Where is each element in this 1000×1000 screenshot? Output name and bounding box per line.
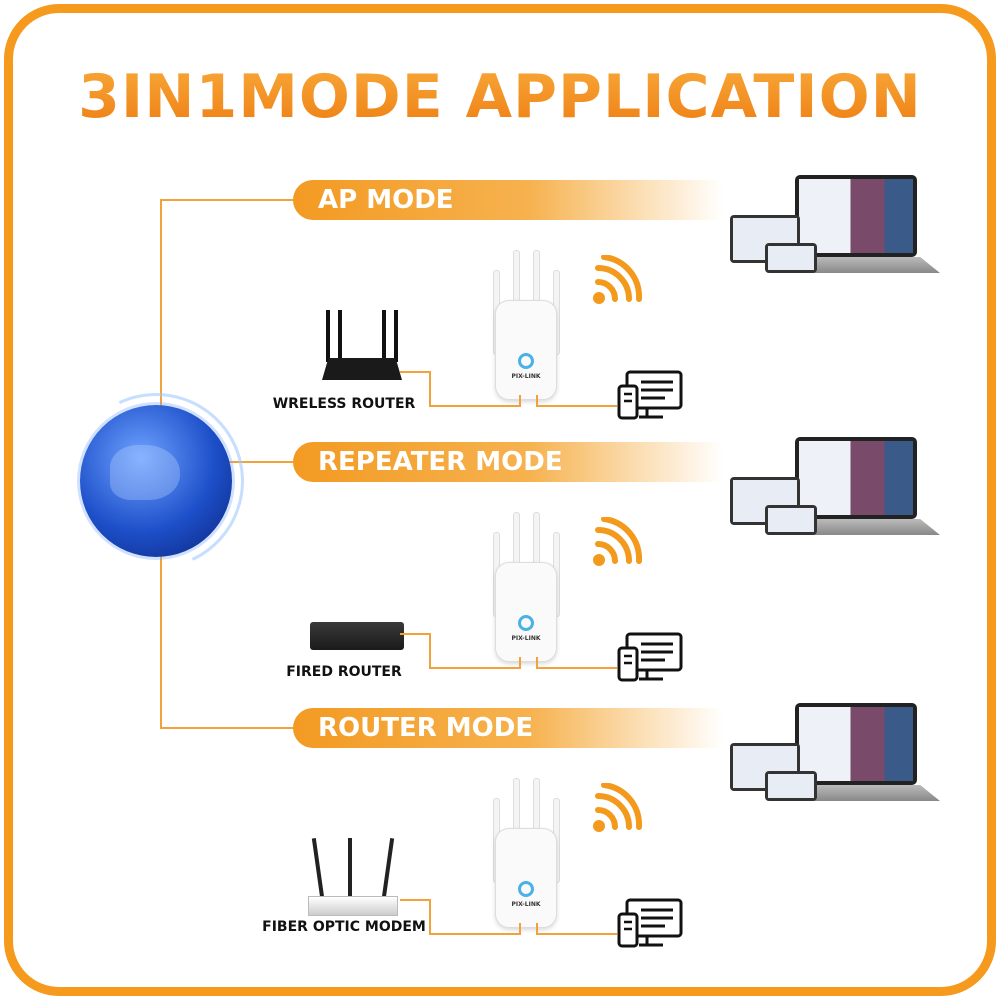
mode-label: ROUTER MODE [293,708,723,748]
wifi-extender: PIX-LINK [495,828,557,928]
connector-router [160,727,295,729]
mode-section: ROUTER MODE FIBER OPTIC MODEM PIX-LINK [0,703,1000,988]
laptop-tablet-phone-icon [730,703,940,828]
mode-section: REPEATER MODE FIRED ROUTER PIX-LINK [0,437,1000,722]
wireless-router-icon [322,310,402,380]
wps-led-icon [518,353,534,369]
wifi-signal-icon [593,783,642,832]
devices-monitor-icon [617,370,683,420]
wifi-signal-icon [593,255,642,304]
wifi-extender: PIX-LINK [495,562,557,662]
extender-brand: PIX-LINK [511,635,541,642]
page-title: 3IN1MODE APPLICATION [0,62,1000,132]
wifi-signal-icon [593,517,642,566]
wps-led-icon [518,615,534,631]
extender-brand: PIX-LINK [511,901,541,908]
mode-label: AP MODE [293,180,723,220]
source-device-label: WRELESS ROUTER [272,396,416,412]
fiber-modem-icon [308,838,398,918]
laptop-tablet-phone-icon [730,175,940,300]
wifi-extender: PIX-LINK [495,300,557,400]
source-device-label: FIRED ROUTER [286,664,402,680]
extender-brand: PIX-LINK [511,373,541,380]
wps-led-icon [518,881,534,897]
mode-label: REPEATER MODE [293,442,723,482]
devices-monitor-icon [617,898,683,948]
laptop-tablet-phone-icon [730,437,940,562]
switch-icon [310,622,404,650]
internet-globe-icon [80,405,232,557]
devices-monitor-icon [617,632,683,682]
source-device-label: FIBER OPTIC MODEM [262,919,426,935]
connector-ap [160,199,295,201]
mode-section: AP MODE WRELESS ROUTER PIX-LINK [0,175,1000,460]
